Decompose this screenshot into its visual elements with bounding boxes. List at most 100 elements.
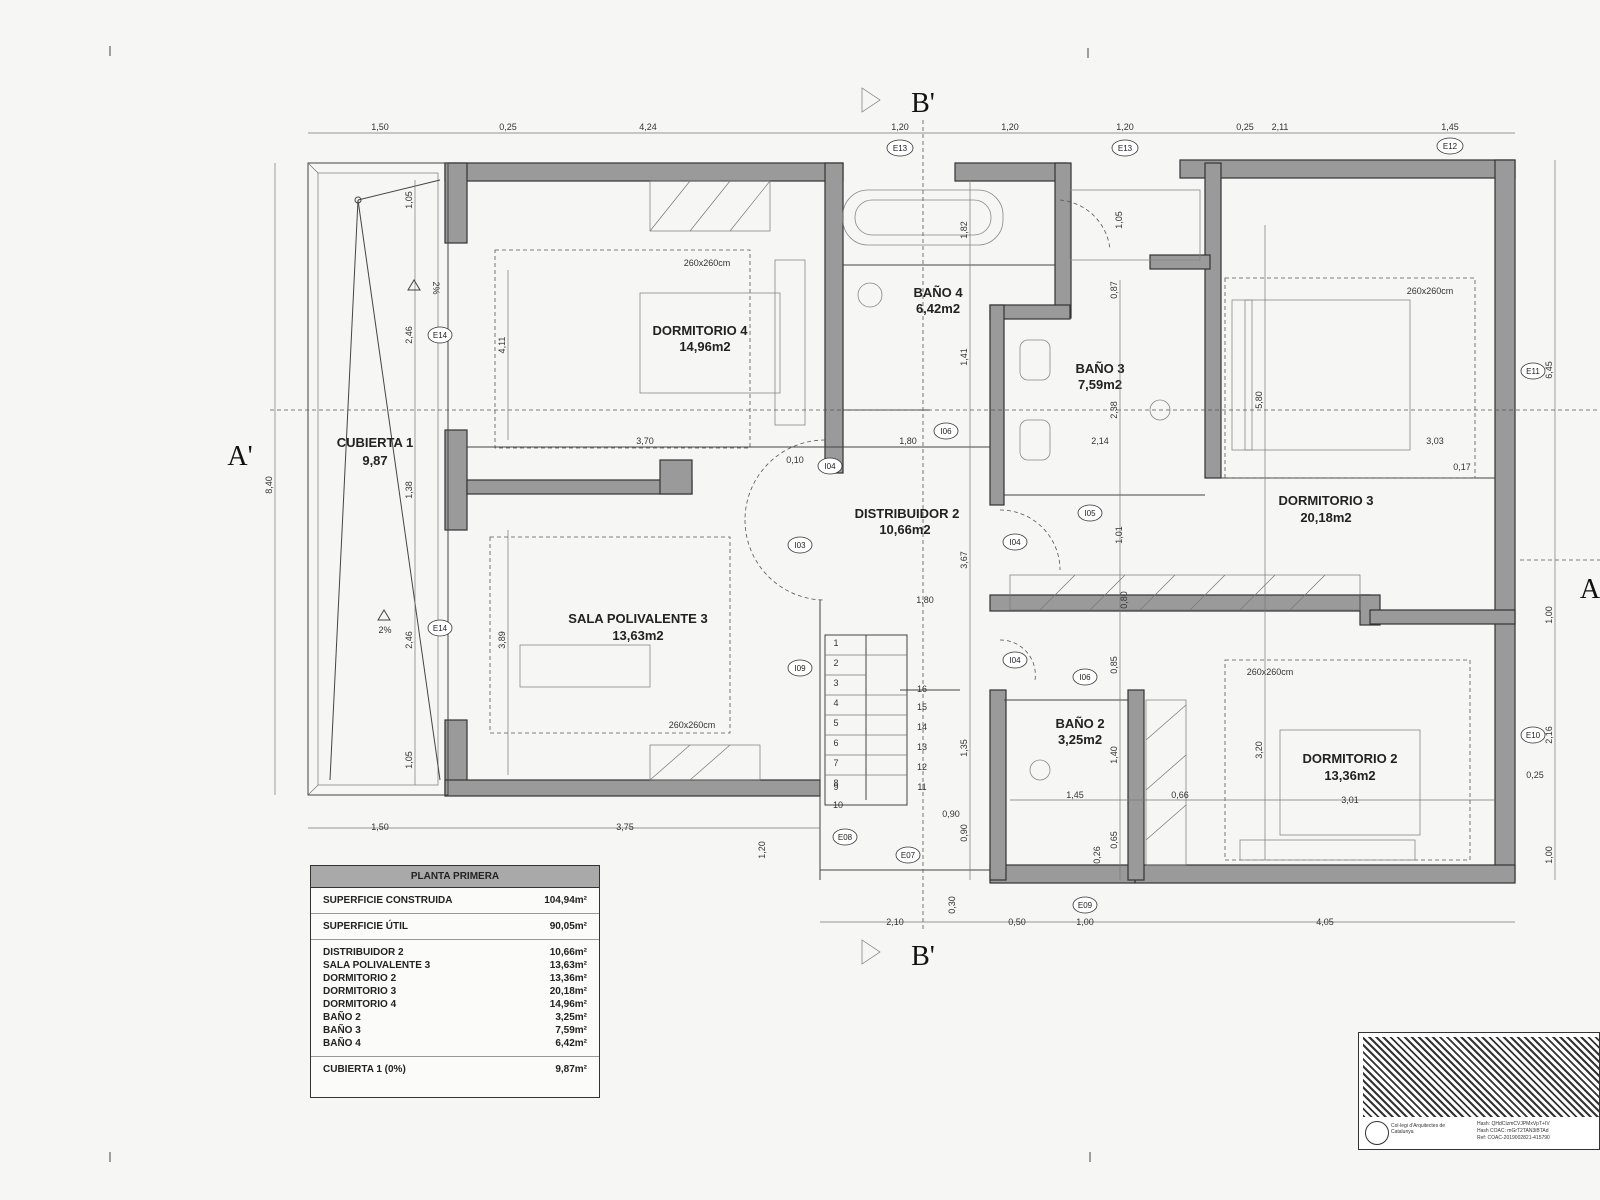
bottom-dim: 1,50 (371, 822, 389, 832)
interior-dim: 1,05 (1114, 211, 1124, 229)
interior-dim: 3,70 (636, 436, 654, 446)
cubierta-dim: 1,05 (404, 751, 414, 769)
staircase (824, 634, 960, 806)
summary-label: DISTRIBUIDOR 2 (323, 947, 404, 958)
tag-bubble: E14 (433, 624, 448, 633)
bottom-dimensions: 1,50 3,75 2,10 0,50 1,00 4,05 (371, 822, 1334, 927)
bed-zones (489, 249, 1476, 861)
interior-dim: 2,14 (1091, 436, 1109, 446)
tag-bubble: I04 (1009, 656, 1021, 665)
summary-value: 13,36m² (549, 973, 587, 984)
bed-size-labels: 260x260cm 260x260cm 260x260cm 260x260cm (669, 258, 1454, 730)
tag-bubble: I09 (794, 664, 806, 673)
top-dim: 2,11 (1272, 122, 1289, 132)
side-dimensions: 8,40 6,45 1,05 2,46 1,38 2,46 1,05 1,00 … (264, 191, 1554, 864)
stair-step: 7 (833, 758, 838, 768)
stair-step: 2 (833, 658, 838, 668)
top-dim: 1,50 (371, 122, 389, 132)
stair-step: 10 (833, 800, 843, 810)
stair-numbers: 1 2 3 4 5 6 7 8 9 10 11 12 13 14 15 16 (833, 638, 927, 810)
summary-value: 13,63m² (549, 960, 587, 971)
stair-step: 4 (833, 698, 838, 708)
bed-label: 260x260cm (1407, 286, 1454, 296)
cubierta-dim: 1,38 (404, 481, 414, 499)
top-dim: 1,20 (891, 122, 909, 132)
bottom-dim: 1,00 (1076, 917, 1094, 927)
room-dorm3-name: DORMITORIO 3 (1278, 493, 1373, 508)
summary-value: 104,94m² (544, 895, 587, 906)
summary-row: BAÑO 3 7,59m² (311, 1024, 599, 1037)
interior-dim: 3,20 (1254, 741, 1264, 759)
stair-step: 1 (833, 638, 838, 648)
bed-label: 260x260cm (684, 258, 731, 268)
tag-bubble: E13 (893, 144, 908, 153)
stamp-hash: Hash: QHdCIzmCVJPMxVpT+IV (1477, 1121, 1550, 1127)
stair-step: 6 (833, 738, 838, 748)
interior-dim: 0,66 (1171, 790, 1189, 800)
walls (444, 159, 1516, 884)
summary-value: 90,05m² (549, 921, 587, 932)
summary-label: SUPERFICIE ÚTIL (323, 921, 409, 932)
right-dim: 1,00 (1544, 606, 1554, 624)
interior-dim: 0,85 (1109, 656, 1119, 674)
stair-step: 16 (917, 684, 927, 694)
qr-code-icon (1363, 1037, 1599, 1117)
top-dim: 0,25 (499, 122, 517, 132)
interior-dim: 3,03 (1426, 436, 1444, 446)
interior-dim: 3,67 (959, 551, 969, 569)
summary-label: SUPERFICIE CONSTRUIDA (323, 895, 453, 906)
tag-bubble: E13 (1118, 144, 1133, 153)
stair-step: 9 (833, 782, 838, 792)
room-sala3-area: 13,63m2 (612, 628, 663, 643)
bath-fixtures (842, 189, 1201, 781)
bottom-dim: 0,50 (1008, 917, 1026, 927)
summary-label: DORMITORIO 4 (323, 999, 397, 1010)
slope-label: 2% (431, 281, 441, 294)
seal-icon (1365, 1121, 1389, 1145)
summary-label: DORMITORIO 3 (323, 986, 397, 997)
stamp-ref: Ref: COAC-2019002821-415790 (1477, 1135, 1550, 1141)
tag-bubble: I04 (824, 462, 836, 471)
room-bano3-area: 7,59m2 (1078, 377, 1122, 392)
bed-label: 260x260cm (669, 720, 716, 730)
summary-value: 20,18m² (549, 986, 587, 997)
section-b-bottom: B' (911, 941, 935, 972)
room-dorm4-name: DORMITORIO 4 (652, 323, 748, 338)
interior-dim: 1,01 (1114, 526, 1124, 544)
summary-label: CUBIERTA 1 (0%) (323, 1064, 406, 1075)
bottom-dim: 3,75 (616, 822, 634, 832)
room-bano2-name: BAÑO 2 (1055, 716, 1104, 731)
summary-row: BAÑO 4 6,42m² (311, 1037, 599, 1050)
room-cubierta-area: 9,87 (362, 453, 387, 468)
summary-value: 6,42m² (555, 1038, 587, 1049)
room-labels: CUBIERTA 1 9,87 DORMITORIO 4 14,96m2 BAÑ… (337, 285, 1398, 783)
wardrobes (649, 180, 1361, 866)
summary-label: BAÑO 3 (323, 1025, 361, 1036)
room-sala3-name: SALA POLIVALENTE 3 (568, 611, 707, 626)
interior-dim: 1,45 (1066, 790, 1084, 800)
interior-dim: 1,80 (899, 436, 917, 446)
interior-dim: 0,90 (959, 824, 969, 842)
room-dist2-name: DISTRIBUIDOR 2 (855, 506, 960, 521)
tag-bubble: E11 (1526, 367, 1540, 376)
top-dim: 1,20 (1116, 122, 1134, 132)
tag-bubble: E12 (1443, 142, 1458, 151)
room-dorm4-area: 14,96m2 (679, 339, 730, 354)
validation-stamp: Col·legi d'Arquitectes de Catalunya Hash… (1358, 1032, 1600, 1150)
right-total-dim: 6,45 (1544, 361, 1554, 379)
stair-step: 14 (917, 722, 927, 732)
room-bano3-name: BAÑO 3 (1075, 361, 1124, 376)
summary-label: BAÑO 4 (323, 1038, 361, 1049)
interior-dim: 1,35 (959, 739, 969, 757)
summary-value: 7,59m² (555, 1025, 587, 1036)
stamp-hashes: Hash: QHdCIzmCVJPMxVpT+IV Hash COAC: mGr… (1477, 1121, 1550, 1142)
tag-bubble: E09 (1078, 901, 1093, 910)
right-dim: 1,00 (1544, 846, 1554, 864)
stair-step: 3 (833, 678, 838, 688)
